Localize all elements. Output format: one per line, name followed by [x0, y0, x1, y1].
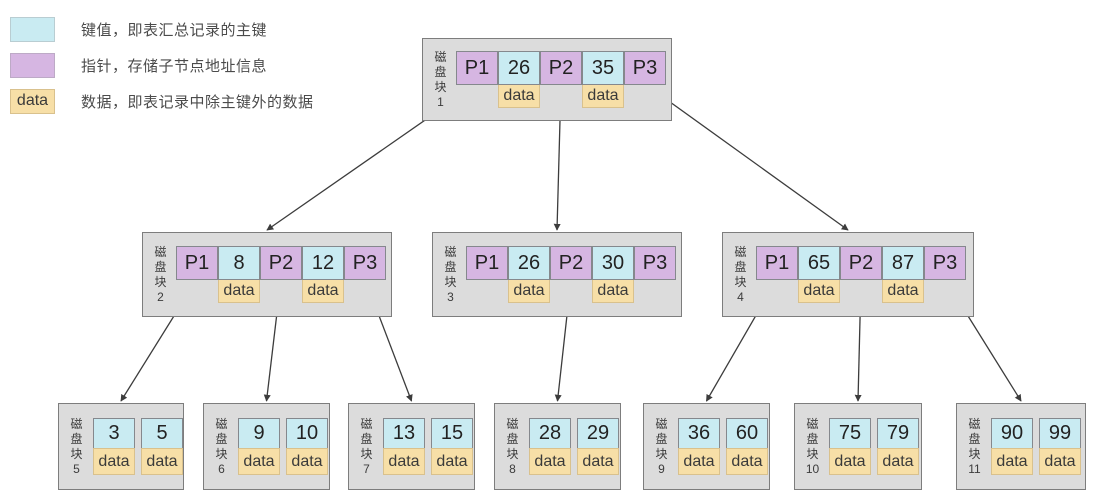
block6-data-1: data — [286, 448, 328, 475]
node-block6: 磁盘块6 9 data 10 data — [203, 403, 330, 490]
node-block8-label: 磁盘块8 — [506, 416, 519, 476]
node-block2-label: 磁盘块2 — [154, 244, 167, 304]
node-block10-label: 磁盘块10 — [805, 416, 820, 476]
node-block7: 磁盘块7 13 data 15 data — [348, 403, 475, 490]
block7-key-0: 13 — [383, 418, 425, 449]
node-block6-label: 磁盘块6 — [215, 416, 228, 476]
block2-data-0: data — [218, 280, 260, 303]
block1-pointer-P1: P1 — [456, 51, 498, 85]
node-block4: 磁盘块4 P1 65 P2 87 P3 data data — [722, 232, 974, 317]
block11-data-0: data — [991, 448, 1033, 475]
block1-data-0: data — [498, 85, 540, 108]
block6-key-1: 10 — [286, 418, 328, 449]
block11-key-1: 99 — [1039, 418, 1081, 449]
block9-key-1: 60 — [726, 418, 768, 449]
block3-data-0: data — [508, 280, 550, 303]
block8-key-0: 28 — [529, 418, 571, 449]
block4-pointer-P2: P2 — [840, 246, 882, 280]
node-block1-label: 磁盘块1 — [434, 49, 447, 109]
node-block4-label: 磁盘块4 — [734, 244, 747, 304]
block2-pointer-P3: P3 — [344, 246, 386, 280]
node-block2: 磁盘块2 P1 8 P2 12 P3 data data — [142, 232, 392, 317]
block4-data-0: data — [798, 280, 840, 303]
block10-data-1: data — [877, 448, 919, 475]
block5-key-0: 3 — [93, 418, 135, 449]
node-block8: 磁盘块8 28 data 29 data — [494, 403, 621, 490]
node-block5-label: 磁盘块5 — [70, 416, 83, 476]
block11-key-0: 90 — [991, 418, 1033, 449]
block3-key-1: 30 — [592, 246, 634, 280]
block7-data-0: data — [383, 448, 425, 475]
block1-key-0: 26 — [498, 51, 540, 85]
block5-key-1: 5 — [141, 418, 183, 449]
legend-row-pointer: 指针，存储子节点地址信息 — [10, 52, 314, 78]
legend-row-key: 键值，即表汇总记录的主键 — [10, 16, 314, 42]
block2-pointer-P2: P2 — [260, 246, 302, 280]
node-block11-label: 磁盘块11 — [968, 416, 981, 476]
node-block9-label: 磁盘块9 — [655, 416, 668, 476]
block5-data-1: data — [141, 448, 183, 475]
block4-pointer-P3: P3 — [924, 246, 966, 280]
block1-key-1: 35 — [582, 51, 624, 85]
block9-key-0: 36 — [678, 418, 720, 449]
data-swatch: data — [10, 88, 55, 114]
block10-key-1: 79 — [877, 418, 919, 449]
node-block1: 磁盘块1 P1 26 P2 35 P3 data data — [422, 38, 672, 121]
block2-data-1: data — [302, 280, 344, 303]
node-block3: 磁盘块3 P1 26 P2 30 P3 data data — [432, 232, 682, 317]
block5-data-0: data — [93, 448, 135, 475]
block3-key-0: 26 — [508, 246, 550, 280]
legend-label-pointer: 指针，存储子节点地址信息 — [81, 57, 268, 75]
node-block5: 磁盘块5 3 data 5 data — [58, 403, 184, 490]
legend-label-key: 键值，即表汇总记录的主键 — [81, 21, 268, 39]
block4-pointer-P1: P1 — [756, 246, 798, 280]
block2-key-1: 12 — [302, 246, 344, 280]
node-block3-label: 磁盘块3 — [444, 244, 457, 304]
block1-pointer-P2: P2 — [540, 51, 582, 85]
block2-key-0: 8 — [218, 246, 260, 280]
block3-data-1: data — [592, 280, 634, 303]
block8-key-1: 29 — [577, 418, 619, 449]
block10-key-0: 75 — [829, 418, 871, 449]
block4-data-1: data — [882, 280, 924, 303]
block9-data-0: data — [678, 448, 720, 475]
key-swatch — [10, 16, 55, 42]
node-block7-label: 磁盘块7 — [360, 416, 373, 476]
block11-data-1: data — [1039, 448, 1081, 475]
block3-pointer-P3: P3 — [634, 246, 676, 280]
block9-data-1: data — [726, 448, 768, 475]
block6-data-0: data — [238, 448, 280, 475]
block4-key-1: 87 — [882, 246, 924, 280]
block7-key-1: 15 — [431, 418, 473, 449]
node-block10: 磁盘块10 75 data 79 data — [794, 403, 922, 490]
block1-pointer-P3: P3 — [624, 51, 666, 85]
block7-data-1: data — [431, 448, 473, 475]
node-block11: 磁盘块11 90 data 99 data — [956, 403, 1086, 490]
block10-data-0: data — [829, 448, 871, 475]
block1-data-1: data — [582, 85, 624, 108]
block2-pointer-P1: P1 — [176, 246, 218, 280]
legend-row-data: data 数据，即表记录中除主键外的数据 — [10, 88, 314, 114]
block8-data-0: data — [529, 448, 571, 475]
pointer-swatch — [10, 52, 55, 78]
block4-key-0: 65 — [798, 246, 840, 280]
block6-key-0: 9 — [238, 418, 280, 449]
block3-pointer-P2: P2 — [550, 246, 592, 280]
legend: 键值，即表汇总记录的主键 指针，存储子节点地址信息 data 数据，即表记录中除… — [10, 16, 314, 124]
legend-label-data: 数据，即表记录中除主键外的数据 — [81, 93, 314, 111]
block8-data-1: data — [577, 448, 619, 475]
block3-pointer-P1: P1 — [466, 246, 508, 280]
node-block9: 磁盘块9 36 data 60 data — [643, 403, 770, 490]
